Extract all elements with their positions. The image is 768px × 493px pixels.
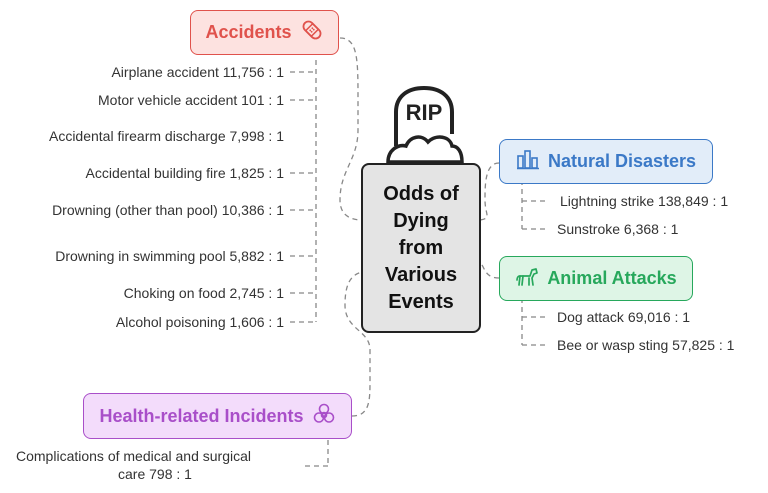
animal-attacks-label: Animal Attacks [547,268,677,288]
health-item-line-1: Complications of medical and surgical [16,448,251,464]
health-node: Health-related Incidents [83,393,352,439]
center-line-4: Various [384,263,458,286]
city-icon [516,148,540,175]
center-line-1: Odds of [383,182,459,205]
natural-disasters-node: Natural Disasters [499,139,713,184]
tombstone: RIP [384,85,464,166]
horse-icon [515,265,539,292]
health-item-line-2: care 798 : 1 [118,466,192,482]
accident-item-8: Alcohol poisoning 1,606 : 1 [115,314,284,330]
tombstone-icon: RIP [386,85,464,164]
animal-item-2: Bee or wasp sting 57,825 : 1 [557,337,735,353]
health-label: Health-related Incidents [99,405,304,426]
natural-item-1: Lightning strike 138,849 : 1 [560,193,729,209]
center-node: Odds of Dying from Various Events [361,163,481,333]
accident-item-5: Drowning (other than pool) 10,386 : 1 [52,202,284,218]
center-line-5: Events [388,290,454,313]
accident-item-2: Motor vehicle accident 101 : 1 [98,92,284,108]
accidents-label: Accidents [205,22,292,42]
accident-item-6: Drowning in swimming pool 5,882 : 1 [55,248,284,264]
center-line-2: Dying [393,209,449,232]
tomb-label: RIP [406,100,443,125]
accident-item-1: Airplane accident 11,756 : 1 [111,64,284,80]
center-line-3: from [398,236,444,259]
animal-item-1: Dog attack 69,016 : 1 [557,309,691,325]
natural-disasters-label: Natural Disasters [547,151,697,171]
accident-item-4: Accidental building fire 1,825 : 1 [85,165,284,181]
accident-item-7: Choking on food 2,745 : 1 [123,285,284,301]
accident-item-3: Accidental firearm discharge 7,998 : 1 [48,128,284,144]
biohazard-icon [312,402,336,431]
animal-attacks-node: Animal Attacks [499,256,693,301]
accidents-node: Accidents [190,10,339,55]
natural-item-2: Sunstroke 6,368 : 1 [557,221,679,237]
bandage-icon [300,18,324,47]
